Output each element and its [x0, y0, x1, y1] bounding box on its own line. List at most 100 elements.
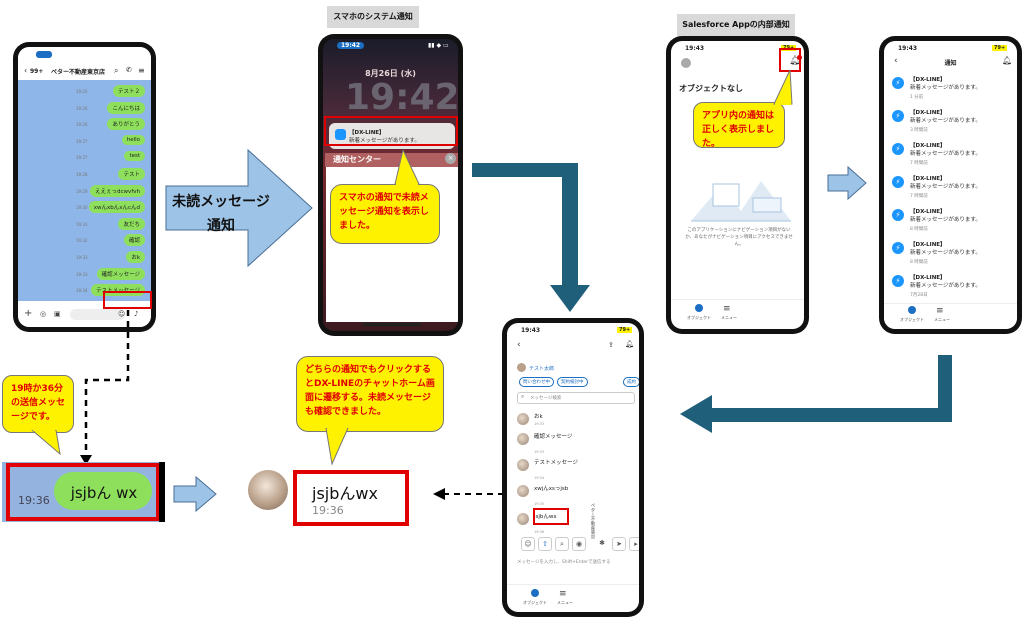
settings-icon[interactable]: ✱	[599, 539, 605, 547]
notification-item[interactable]: ⚡【DX-LINE】新着メッセージがあります。8 時間前	[892, 207, 1011, 235]
upload-icon[interactable]: ⇧	[538, 537, 552, 551]
line-message-bubble: ええぇっdcwvfvh	[90, 184, 145, 197]
line-message-time: 19:26	[76, 122, 88, 128]
unread-arrow	[165, 148, 313, 268]
menu-icon[interactable]: ≡	[138, 66, 145, 75]
callout-tail	[31, 430, 61, 456]
sf-chat-phone: 19:43 79+ ‹ ⇪ 🔔︎ テスト太郎 問い合わせ中 契約検討中 成約 ⌕…	[502, 318, 644, 617]
notification-item[interactable]: ⚡【DX-LINE】新着メッセージがあります。7 時間前	[892, 174, 1011, 202]
notification-item[interactable]: ⚡【DX-LINE】新着メッセージがあります。8 時間前	[892, 240, 1011, 268]
bell-highlight	[779, 48, 801, 72]
nav-menu-icon[interactable]: ≡	[559, 589, 567, 599]
notification-title: 【DX-LINE】	[910, 209, 946, 215]
chat-message-time: 19:35	[534, 502, 545, 506]
plus-icon[interactable]: +	[24, 308, 33, 319]
stamp-icon[interactable]: ☺	[521, 537, 535, 551]
nav-objects-label: オブジェクト	[687, 315, 711, 320]
os-notification-label: スマホのシステム通知	[327, 6, 419, 28]
zoom-received-highlight	[293, 470, 409, 526]
notification-title: 【DX-LINE】	[910, 275, 946, 281]
line-message-bubble: ありがとう	[107, 118, 145, 131]
share-icon[interactable]: ⇪	[608, 341, 614, 349]
nav-objects-label: オブジェクト	[900, 317, 924, 322]
search-icon[interactable]: ⌕	[114, 66, 119, 75]
lock-notif-title: 【DX-LINE】	[349, 130, 385, 136]
tab-inquiry[interactable]: 問い合わせ中	[519, 377, 554, 387]
sf-notification-phone: 19:43 79+ ‹ 通知 🔔︎ ⚡【DX-LINE】新着メッセージがあります…	[879, 36, 1022, 334]
lightning-icon: ⚡	[892, 77, 904, 89]
notification-item[interactable]: ⚡【DX-LINE】新着メッセージがあります。3 時間前	[892, 108, 1011, 136]
line-message-bubble: 確認	[123, 234, 145, 247]
lock-clock: 19:42	[345, 77, 458, 118]
lock-status-time: 19:42	[337, 42, 365, 49]
avatar	[517, 485, 529, 497]
line-message-time: 19:26	[76, 105, 88, 111]
chat-message: xwjんxsっjsb 19:35	[517, 485, 607, 509]
notification-item[interactable]: ⚡【DX-LINE】新着メッセージがあります。7月28日	[892, 273, 1011, 301]
line-message-bubble: こんにちは	[107, 101, 145, 114]
send-icon[interactable]: ➤	[612, 537, 626, 551]
template-icon[interactable]: ◉	[572, 537, 586, 551]
close-icon[interactable]: ×	[445, 153, 456, 164]
camera-icon[interactable]: ◎	[40, 310, 47, 318]
back-icon[interactable]: ‹	[894, 56, 898, 66]
zoom-sent-highlight	[6, 463, 160, 521]
tab-contracted[interactable]: 成約	[623, 377, 639, 387]
contact-name[interactable]: テスト太郎	[529, 366, 555, 372]
back-icon[interactable]: ‹	[517, 340, 521, 350]
chat-input[interactable]: メッセージを入力し、Shift+Enterで送信する	[517, 560, 611, 565]
callout-click-notice: どちらの通知でもクリックするとDX-LINEのチャットホーム画面に遷移する。未読…	[296, 356, 444, 432]
message-input[interactable]	[70, 309, 125, 320]
notification-age: 8 時間前	[910, 260, 928, 265]
chat-message-time: 19:33	[534, 450, 545, 454]
bell-icon[interactable]: 🔔︎	[1002, 56, 1013, 65]
zoom-received-text: jsjbんwx	[312, 484, 378, 503]
unread-arrow-label: 未読メッセージ通知	[172, 194, 270, 234]
lightning-icon: ⚡	[892, 176, 904, 188]
more-icon[interactable]: ▸	[629, 537, 639, 551]
sf-home-time: 19:43	[685, 45, 705, 52]
nav-menu-label: メニュー	[934, 317, 950, 322]
chat-message-text: jsjbんwx	[534, 514, 557, 520]
line-message-time: 19:29	[76, 188, 88, 194]
notification-item[interactable]: ⚡【DX-LINE】新着メッセージがあります。7 時間前	[892, 141, 1011, 169]
nav-objects-icon[interactable]	[531, 589, 539, 597]
nav-objects-label: オブジェクト	[523, 600, 547, 605]
bell-icon[interactable]: 🔔︎	[789, 56, 801, 66]
emoji-icon[interactable]: ☺	[118, 310, 126, 318]
image-icon[interactable]: ▣	[54, 310, 61, 318]
notification-body: 新着メッセージがあります。	[910, 118, 981, 124]
search-icon[interactable]: ⌕	[555, 537, 569, 551]
chat-message-text: テストメッセージ	[534, 460, 578, 466]
notification-title: 【DX-LINE】	[910, 77, 946, 83]
chat-message-text: xwjんxsっjsb	[534, 486, 569, 492]
chat-title: ペター不動産東京店	[51, 69, 106, 76]
nav-objects-icon[interactable]	[695, 304, 703, 312]
contact-avatar	[517, 363, 526, 372]
line-message-time: 19:27	[76, 155, 88, 161]
zoom-right-edge	[159, 462, 165, 522]
back-icon[interactable]: ‹	[24, 66, 28, 75]
line-message-time: 19:28	[76, 172, 88, 177]
chat-message-text: 確認メッセージ	[534, 434, 573, 440]
notification-item[interactable]: ⚡【DX-LINE】新着メッセージがあります。1 分前	[892, 75, 1011, 103]
phone-icon[interactable]: ✆	[126, 66, 132, 74]
notification-title: 【DX-LINE】	[910, 143, 946, 149]
bell-icon[interactable]: 🔔︎	[625, 340, 634, 348]
callout-phone-notice: スマホの通知で未読メッセージ通知を表示しました。	[330, 184, 440, 244]
unread-badge: 99+	[30, 68, 44, 75]
message-search[interactable]: ⌕ メッセージ検索	[517, 392, 635, 404]
profile-icon[interactable]	[681, 58, 691, 68]
line-message-bubble: 友だち	[118, 217, 145, 230]
avatar	[517, 413, 529, 425]
mic-icon[interactable]: ♪	[134, 310, 139, 318]
notification-body: 新着メッセージがあります。	[910, 283, 981, 289]
nav-menu-icon[interactable]: ≡	[723, 304, 731, 314]
line-last-message-highlight	[103, 291, 152, 309]
nav-menu-icon[interactable]: ≡	[936, 306, 944, 316]
tab-considering[interactable]: 契約検討中	[557, 377, 588, 387]
nav-objects-icon[interactable]	[908, 306, 916, 314]
notification-age: 3 時間前	[910, 128, 928, 133]
avatar	[517, 513, 529, 525]
